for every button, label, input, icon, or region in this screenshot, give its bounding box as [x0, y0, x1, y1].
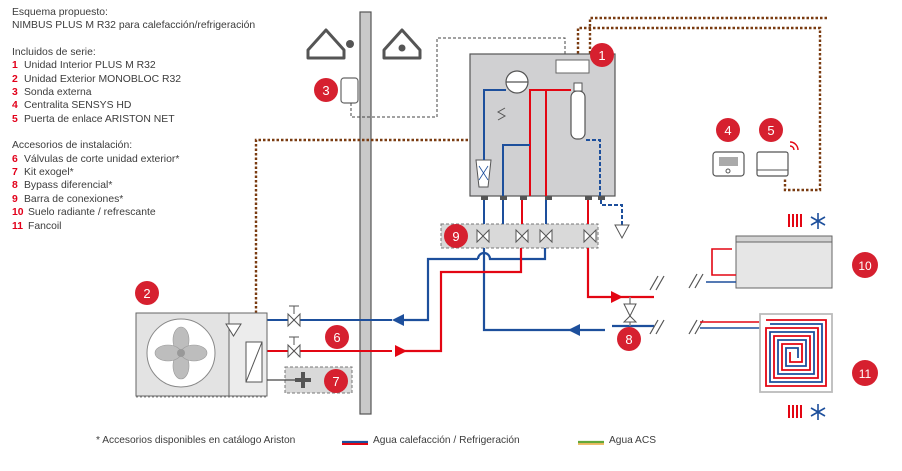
badge-7: 7 [324, 369, 348, 393]
wifi-icon [789, 141, 799, 151]
svg-text:6: 6 [333, 330, 340, 345]
radiator-icon [788, 405, 802, 418]
control-cables [254, 16, 828, 313]
wall [359, 11, 372, 415]
arrow-cold-return [568, 324, 580, 336]
indoor-dot [398, 44, 406, 52]
badge-4: 4 [716, 118, 740, 142]
underfloor-coil [759, 313, 833, 393]
indoor-cold-pipes [483, 89, 601, 196]
svg-text:10: 10 [858, 259, 872, 273]
ariston-net-gateway [756, 151, 789, 177]
badge-5: 5 [759, 118, 783, 142]
fancoil-unit [706, 235, 833, 289]
indoor-hot-pipes [529, 89, 571, 196]
svg-text:7: 7 [332, 374, 339, 389]
svg-text:2: 2 [143, 286, 150, 301]
legend-acs-label: Agua ACS [609, 435, 657, 446]
radiator-icon [788, 214, 802, 227]
badge-3: 3 [314, 78, 338, 102]
outdoor-sensor [340, 77, 359, 104]
pipe-break-marks [649, 273, 704, 335]
cold-loop [398, 248, 654, 332]
radiant-floor-feed [700, 321, 760, 329]
connection-bar-valves [476, 228, 597, 244]
snowflake-icon [810, 404, 826, 420]
shutoff-valves [287, 305, 301, 359]
svg-text:1: 1 [598, 48, 605, 63]
svg-text:4: 4 [724, 123, 731, 138]
accessories-title: Accesorios de instalación: [12, 140, 133, 152]
arrow-hot-2 [611, 291, 623, 303]
legend-heating-label: Agua calefacción / Refrigeración [373, 435, 520, 446]
badge-6: 6 [325, 325, 349, 349]
svg-text:3: 3 [322, 83, 329, 98]
indoor-unit [469, 53, 616, 200]
arrow-hot [395, 345, 407, 357]
house-outdoor-icon [306, 28, 346, 60]
drain-icon [614, 224, 630, 240]
outdoor-dot [346, 40, 354, 48]
component-legend: Esquema propuesto: NIMBUS PLUS M R32 par… [12, 6, 312, 233]
included-title: Incluidos de serie: [12, 46, 96, 58]
badge-11: 11 [852, 360, 878, 386]
house-indoor-icon [382, 28, 422, 60]
outdoor-unit [135, 312, 268, 398]
scheme-subtitle: NIMBUS PLUS M R32 para calefacción/refri… [12, 20, 256, 32]
svg-text:11: 11 [859, 367, 872, 381]
svg-text:8: 8 [625, 332, 632, 347]
badge-1: 1 [590, 43, 614, 67]
bypass-valve [622, 297, 638, 326]
snowflake-icon [810, 213, 826, 229]
badge-10: 10 [852, 252, 878, 278]
badge-9: 9 [444, 224, 468, 248]
svg-text:5: 5 [767, 123, 774, 138]
footer-note: * Accesorios disponibles en catálogo Ari… [96, 435, 296, 446]
scheme-title: Esquema propuesto: [12, 7, 108, 18]
unit-to-bar-pipes [483, 200, 623, 225]
badge-2: 2 [135, 281, 159, 305]
badge-8: 8 [617, 327, 641, 351]
arrow-cold [392, 314, 404, 326]
sensys-thermostat [712, 151, 745, 177]
sensor-cable [350, 37, 566, 118]
svg-text:9: 9 [452, 229, 459, 244]
hot-loop [398, 248, 654, 353]
fan-icon [154, 326, 208, 380]
